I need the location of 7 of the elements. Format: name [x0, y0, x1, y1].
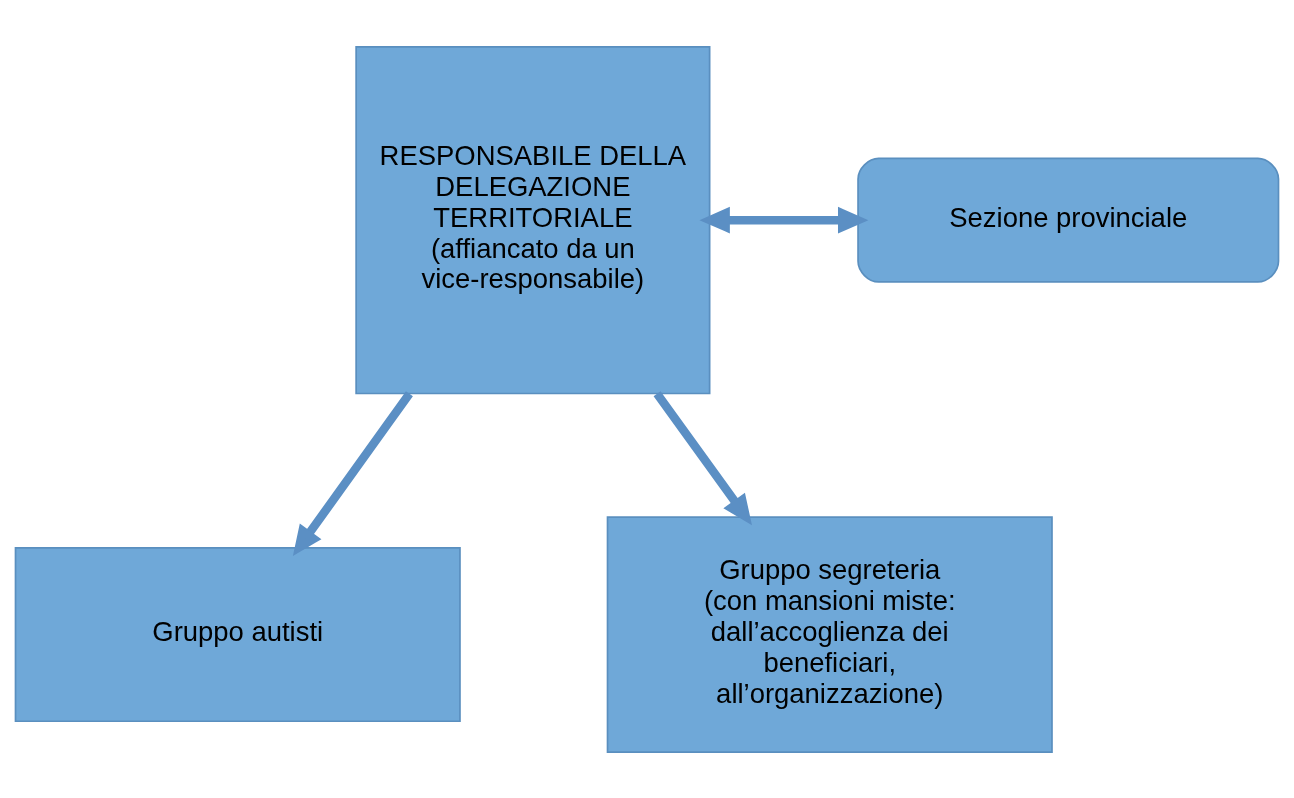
node-box: Gruppo autisti	[14, 546, 461, 722]
node-box: Sezione provinciale	[857, 157, 1280, 283]
arrow	[292, 390, 413, 556]
arrow	[653, 390, 752, 525]
node-box: RESPONSABILE DELLA DELEGAZIONE TERRITORIALE (affiancato da un vice-responsabile)	[355, 45, 711, 394]
node-box: Gruppo segreteria (con mansioni miste: dall’accoglienza dei beneficiari, all’organizzazione)	[606, 515, 1053, 753]
arrow	[699, 206, 869, 233]
